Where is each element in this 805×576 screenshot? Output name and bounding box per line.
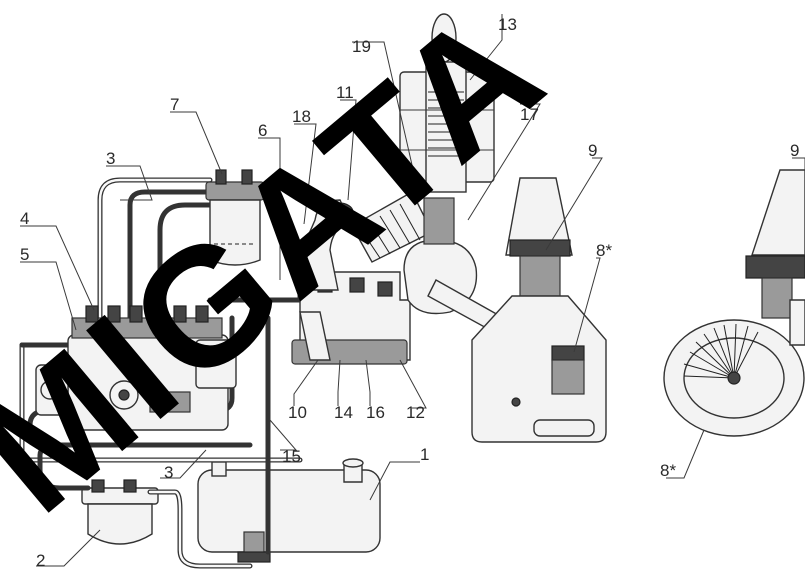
label-6: 6 bbox=[258, 121, 267, 140]
label-9-main: 9 bbox=[588, 141, 597, 160]
part-labels: 1 2 3 3 4 5 6 7 8* 8* 9 9 10 11 12 13 14… bbox=[20, 15, 799, 570]
label-5: 5 bbox=[20, 245, 29, 264]
label-2: 2 bbox=[36, 551, 45, 570]
label-12: 12 bbox=[406, 403, 425, 422]
label-4: 4 bbox=[20, 209, 29, 228]
label-3-bottom: 3 bbox=[164, 463, 173, 482]
label-8-alternate: 8* bbox=[660, 461, 676, 480]
air-intake-elbow bbox=[301, 199, 354, 291]
label-19: 19 bbox=[352, 37, 371, 56]
turbocharger bbox=[403, 197, 502, 331]
label-9-alternate: 9 bbox=[790, 141, 799, 160]
fuel-tank bbox=[197, 458, 381, 563]
alternate-air-cleaner bbox=[663, 169, 805, 437]
label-16: 16 bbox=[366, 403, 385, 422]
injection-pump bbox=[35, 305, 237, 431]
label-13: 13 bbox=[498, 15, 517, 34]
coarse-fuel-filter bbox=[81, 479, 159, 545]
cylinder-head-block bbox=[291, 271, 411, 365]
label-1: 1 bbox=[420, 445, 429, 464]
label-10: 10 bbox=[288, 403, 307, 422]
label-3-top: 3 bbox=[106, 149, 115, 168]
fine-fuel-filter bbox=[205, 169, 265, 266]
label-7: 7 bbox=[170, 95, 179, 114]
label-8-main: 8* bbox=[596, 241, 612, 260]
label-17: 17 bbox=[520, 105, 539, 124]
label-15: 15 bbox=[282, 447, 301, 466]
air-precleaner bbox=[399, 13, 495, 193]
label-18: 18 bbox=[292, 107, 311, 126]
air-cleaner bbox=[471, 177, 607, 443]
label-11: 11 bbox=[336, 83, 354, 102]
label-14: 14 bbox=[334, 403, 353, 422]
leader-lines bbox=[20, 14, 805, 567]
